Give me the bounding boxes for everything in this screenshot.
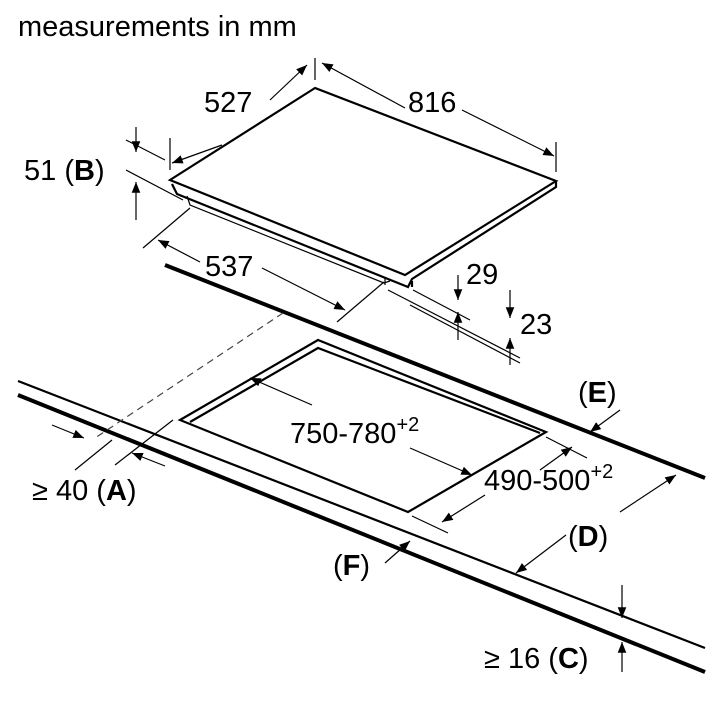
hob-top-surface [167,86,559,277]
hob-width-label: 816 [408,87,456,119]
cutout-width-label: 750-780+2 [290,414,419,450]
cutout-depth-label: 490-500+2 [484,461,613,497]
diagram-title: measurements in mm [18,11,297,43]
hob-drawing [167,86,559,289]
dimension-cutout-depth: 490-500+2 [411,436,613,534]
clearance-f: (F) [333,540,411,582]
hob-body-height-label: 29 [466,259,498,291]
clearance-a: ≥ 40 (A) [32,419,174,507]
countertop [17,263,706,674]
dimension-29-23: 29 23 [387,259,552,365]
clearance-d: (D) [515,474,677,574]
dimension-537: 537 [142,207,385,323]
dimension-527: 527 [169,58,316,170]
ref-e-label: (E) [578,377,617,409]
hob-body-depth-label: 537 [205,251,253,283]
cutout [177,338,549,514]
front-clearance-label: ≥ 40 (A) [32,475,137,507]
clearance-c: ≥ 16 (C) [484,585,627,675]
dimension-51-b: 51 (B) [24,127,184,220]
ref-f-label: (F) [333,550,370,582]
thickness-label: ≥ 16 (C) [484,643,589,675]
dimension-816: 816 [321,62,557,172]
clearance-e: (E) [578,377,621,433]
inset-label: 23 [520,309,552,341]
hob-height-label: 51 (B) [24,155,105,187]
hob-depth-label: 527 [204,87,252,119]
ref-d-label: (D) [568,521,608,553]
dimension-cutout-width: 750-780+2 [249,377,473,476]
